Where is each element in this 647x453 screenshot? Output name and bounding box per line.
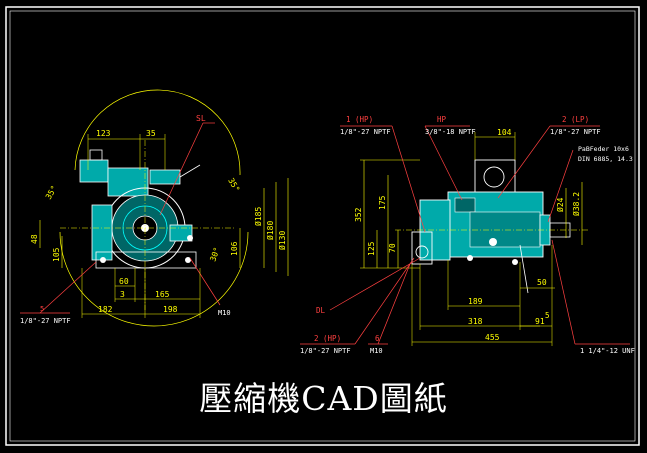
left-arc-lower	[59, 231, 249, 327]
drawing-inner-frame	[9, 10, 636, 442]
dim-bottom-d: 182	[98, 305, 113, 314]
dim-bottom-c: 165	[155, 290, 170, 299]
dim-right-a: Ø185	[253, 207, 263, 226]
left-arc-dimension	[74, 89, 241, 176]
label-left-port5: 5	[40, 305, 44, 313]
drawing-caption: 壓縮機CAD圖紙	[199, 379, 448, 418]
dim-w-b: 189	[468, 297, 483, 306]
label-dl: DL	[316, 306, 326, 315]
label-port2b-name: 2 (HP)	[314, 334, 341, 343]
dim-w-d: 91	[535, 317, 545, 326]
dim-w-a: 50	[537, 278, 547, 287]
dim-mid-angle: 30°	[208, 246, 221, 263]
dim-h-a: 175	[378, 195, 387, 210]
dim-d-b: Ø38.2	[571, 192, 581, 216]
drawing-frame	[5, 6, 640, 446]
label-port2b-thread: 1/8"-27 NPTF	[300, 347, 351, 355]
label-port6: 6	[375, 334, 380, 343]
dim-h-b: 125	[367, 241, 376, 256]
left-view: 123 35 SL 35° 35° 48 105 Ø185 Ø180 Ø130 …	[20, 89, 289, 327]
dim-w-total: 455	[485, 333, 500, 342]
dim-right-b: Ø180	[265, 221, 275, 240]
label-key: PaBFeder 10x6	[578, 145, 629, 153]
dim-arc-left: 35°	[44, 184, 59, 201]
label-port2-thread: 1/8"-27 NPTF	[550, 128, 601, 136]
dim-w-c: 318	[468, 317, 483, 326]
label-right-m10: M10	[370, 347, 383, 355]
label-left-thread: 1/8"-27 NPTF	[20, 317, 71, 325]
label-unf: 1 1/4"-12 UNF	[580, 347, 635, 355]
dim-right-c: Ø130	[277, 231, 287, 250]
label-port1-thread: 1/8"-27 NPTF	[340, 128, 391, 136]
label-sl: SL	[196, 114, 206, 123]
right-housing	[411, 159, 571, 294]
dim-bottom-e: 198	[163, 305, 178, 314]
dim-bottom-a: 60	[119, 277, 129, 286]
dim-h-c: 70	[388, 243, 397, 253]
dim-left-b: 105	[52, 247, 61, 262]
label-port1-name: 1 (HP)	[346, 115, 373, 124]
dim-top-b: 35	[146, 129, 156, 138]
dim-top-a: 123	[96, 129, 111, 138]
dim-d-a: Ø24	[555, 197, 565, 212]
dim-bottom-b: 3	[120, 290, 125, 299]
label-hp-name: HP	[437, 115, 447, 124]
dim-right-d: 106	[230, 241, 239, 256]
dim-h-total: 352	[354, 207, 363, 222]
label-port2-name: 2 (LP)	[562, 115, 589, 124]
label-hp-thread: 3/8"-18 NPTF	[425, 128, 476, 136]
dim-arc-right: 35°	[226, 177, 241, 194]
dim-foot: 5	[545, 311, 550, 320]
label-left-m10: M10	[218, 309, 231, 317]
label-key-std: DIN 6885, 14.3	[578, 155, 633, 163]
right-view: 352 175 125 70 104 1 (HP) 1/8"-27 NPTF H…	[300, 115, 635, 355]
dim-left-a: 48	[30, 234, 39, 244]
dim-w-top: 104	[497, 128, 512, 137]
